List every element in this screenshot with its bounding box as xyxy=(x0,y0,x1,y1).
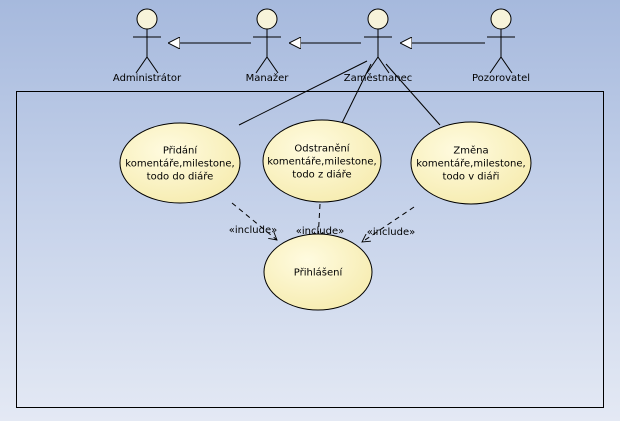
include-label-add: «include» xyxy=(229,225,277,236)
actor-employee[interactable]: Zaměstnanec xyxy=(344,8,412,84)
actor-observer[interactable]: Pozorovatel xyxy=(472,8,530,84)
actor-left-leg xyxy=(135,56,148,74)
actor-right-leg xyxy=(266,56,279,74)
use-case-text-line: Přidání xyxy=(163,145,199,157)
use-case-text-line: komentáře,milestone, xyxy=(416,158,525,170)
actor-right-leg xyxy=(377,56,390,74)
use-case-login[interactable]: Přihlášení xyxy=(263,233,373,311)
actor-head xyxy=(256,8,278,30)
use-case-ellipse xyxy=(262,119,382,203)
actor-head xyxy=(136,8,158,30)
use-case-text-line: Přihlášení xyxy=(294,267,344,279)
actor-label-employee: Zaměstnanec xyxy=(344,72,412,84)
include-arrow-add xyxy=(231,202,277,240)
actor-label-manager: Manažer xyxy=(246,72,290,84)
use-case-text-line: komentáře,milestone, xyxy=(125,158,234,170)
actor-label-admin: Administrátor xyxy=(113,72,182,84)
actor-admin[interactable]: Administrátor xyxy=(113,8,182,84)
use-case-text-line: Odstranění xyxy=(294,143,350,155)
association-employee-change xyxy=(385,63,441,126)
actor-right-leg xyxy=(146,56,159,74)
actors: Administrátor Manažer Zaměstnanec Pozorovat… xyxy=(113,8,530,84)
include-label-remove: «include» xyxy=(296,226,344,237)
use-case-text-line: Změna xyxy=(453,145,488,157)
association-employee-remove xyxy=(341,63,372,124)
use-case-ellipse xyxy=(119,122,241,204)
use-case-ellipse xyxy=(410,121,532,205)
include-label-change: «include» xyxy=(367,227,415,238)
use-case-text-line: todo z diáře xyxy=(292,169,351,181)
include-arrow-change xyxy=(362,206,415,242)
actor-right-leg xyxy=(500,56,513,74)
use-case-text-line: todo v diáři xyxy=(443,171,500,183)
association-lines xyxy=(238,60,441,126)
use-case-text-line: todo do diáře xyxy=(147,171,214,183)
actor-head xyxy=(367,8,389,30)
use-case-ellipse xyxy=(263,233,373,311)
system-boundary xyxy=(16,91,604,408)
actor-head xyxy=(490,8,512,30)
actor-left-leg xyxy=(366,56,379,74)
actor-left-leg xyxy=(255,56,268,74)
use-case-text-line: komentáře,milestone, xyxy=(267,156,376,168)
actor-left-leg xyxy=(489,56,502,74)
actor-label-observer: Pozorovatel xyxy=(472,73,530,84)
actor-manager[interactable]: Manažer xyxy=(246,8,290,84)
association-employee-add xyxy=(238,60,368,126)
